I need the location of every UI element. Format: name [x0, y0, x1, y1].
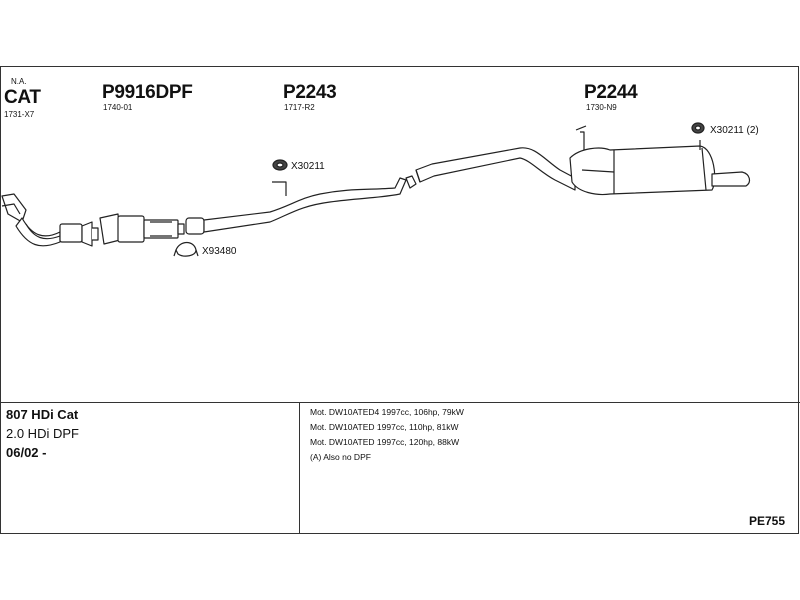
- clamp-icon: [173, 241, 199, 257]
- spec-line: (A) Also no DPF: [310, 452, 371, 462]
- diagram-code: PE755: [749, 514, 786, 528]
- section-ref-1: 1740-01: [103, 103, 133, 112]
- spec-line: Mot. DW10ATED 1997cc, 110hp, 81kW: [310, 422, 459, 432]
- cat-code: CAT: [4, 87, 41, 108]
- spec-divider: [299, 402, 300, 534]
- catalyst-assembly: [1, 193, 99, 247]
- part-label-x30211: X30211: [291, 161, 325, 172]
- section-code-3: P2244: [584, 82, 638, 103]
- mid-pipe: [185, 175, 417, 235]
- rear-silencer: [569, 125, 751, 196]
- part-label-x93480: X93480: [202, 246, 237, 257]
- spec-line: Mot. DW10ATED 1997cc, 120hp, 88kW: [310, 437, 460, 447]
- spec-line: Mot. DW10ATED4 1997cc, 106hp, 79kW: [310, 407, 464, 417]
- section-code-1: P9916DPF: [102, 82, 193, 103]
- vehicle-model: 807 HDi Cat: [6, 407, 79, 422]
- cat-ref: 1731-X7: [4, 110, 35, 119]
- dpf-unit: [99, 213, 185, 245]
- vehicle-engine: 2.0 HDi DPF: [6, 426, 79, 441]
- rear-pipe: [415, 147, 576, 191]
- section-code-2: P2243: [283, 82, 337, 103]
- section-ref-3: 1730-N9: [586, 103, 617, 112]
- info-divider: [0, 402, 800, 403]
- rubber-hanger-icon: [272, 159, 288, 171]
- diagram-frame: [0, 66, 799, 534]
- rear-hanger-icon: [691, 122, 705, 134]
- part-label-x30211-2: X30211 (2): [710, 125, 759, 136]
- section-ref-2: 1717-R2: [284, 103, 315, 112]
- vehicle-date: 06/02 -: [6, 445, 47, 460]
- cat-note: N.A.: [11, 77, 27, 86]
